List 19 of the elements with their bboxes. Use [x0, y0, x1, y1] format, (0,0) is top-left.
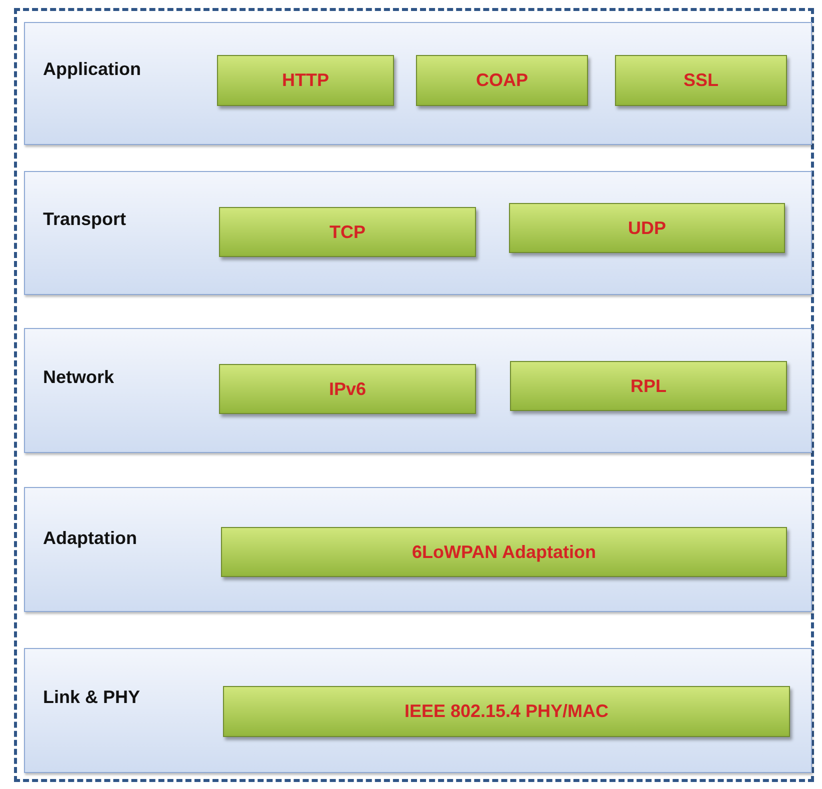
- protocol-box: 6LoWPAN Adaptation: [221, 527, 787, 577]
- protocol-box: COAP: [416, 55, 588, 106]
- layer-band: [24, 22, 812, 145]
- protocol-box: IPv6: [219, 364, 476, 414]
- layer-label: Application: [43, 59, 141, 80]
- layer-label: Link & PHY: [43, 687, 140, 708]
- protocol-box: RPL: [510, 361, 787, 411]
- protocol-box: IEEE 802.15.4 PHY/MAC: [223, 686, 790, 737]
- layer-band: [24, 171, 812, 295]
- protocol-box: UDP: [509, 203, 785, 253]
- layer-band: [24, 328, 812, 453]
- protocol-box: HTTP: [217, 55, 394, 106]
- protocol-box: SSL: [615, 55, 787, 106]
- layer-label: Transport: [43, 209, 126, 230]
- layer-label: Network: [43, 367, 114, 388]
- layer-label: Adaptation: [43, 528, 137, 549]
- layer-band: [24, 648, 812, 773]
- protocol-box: TCP: [219, 207, 476, 257]
- layer-band: [24, 487, 812, 612]
